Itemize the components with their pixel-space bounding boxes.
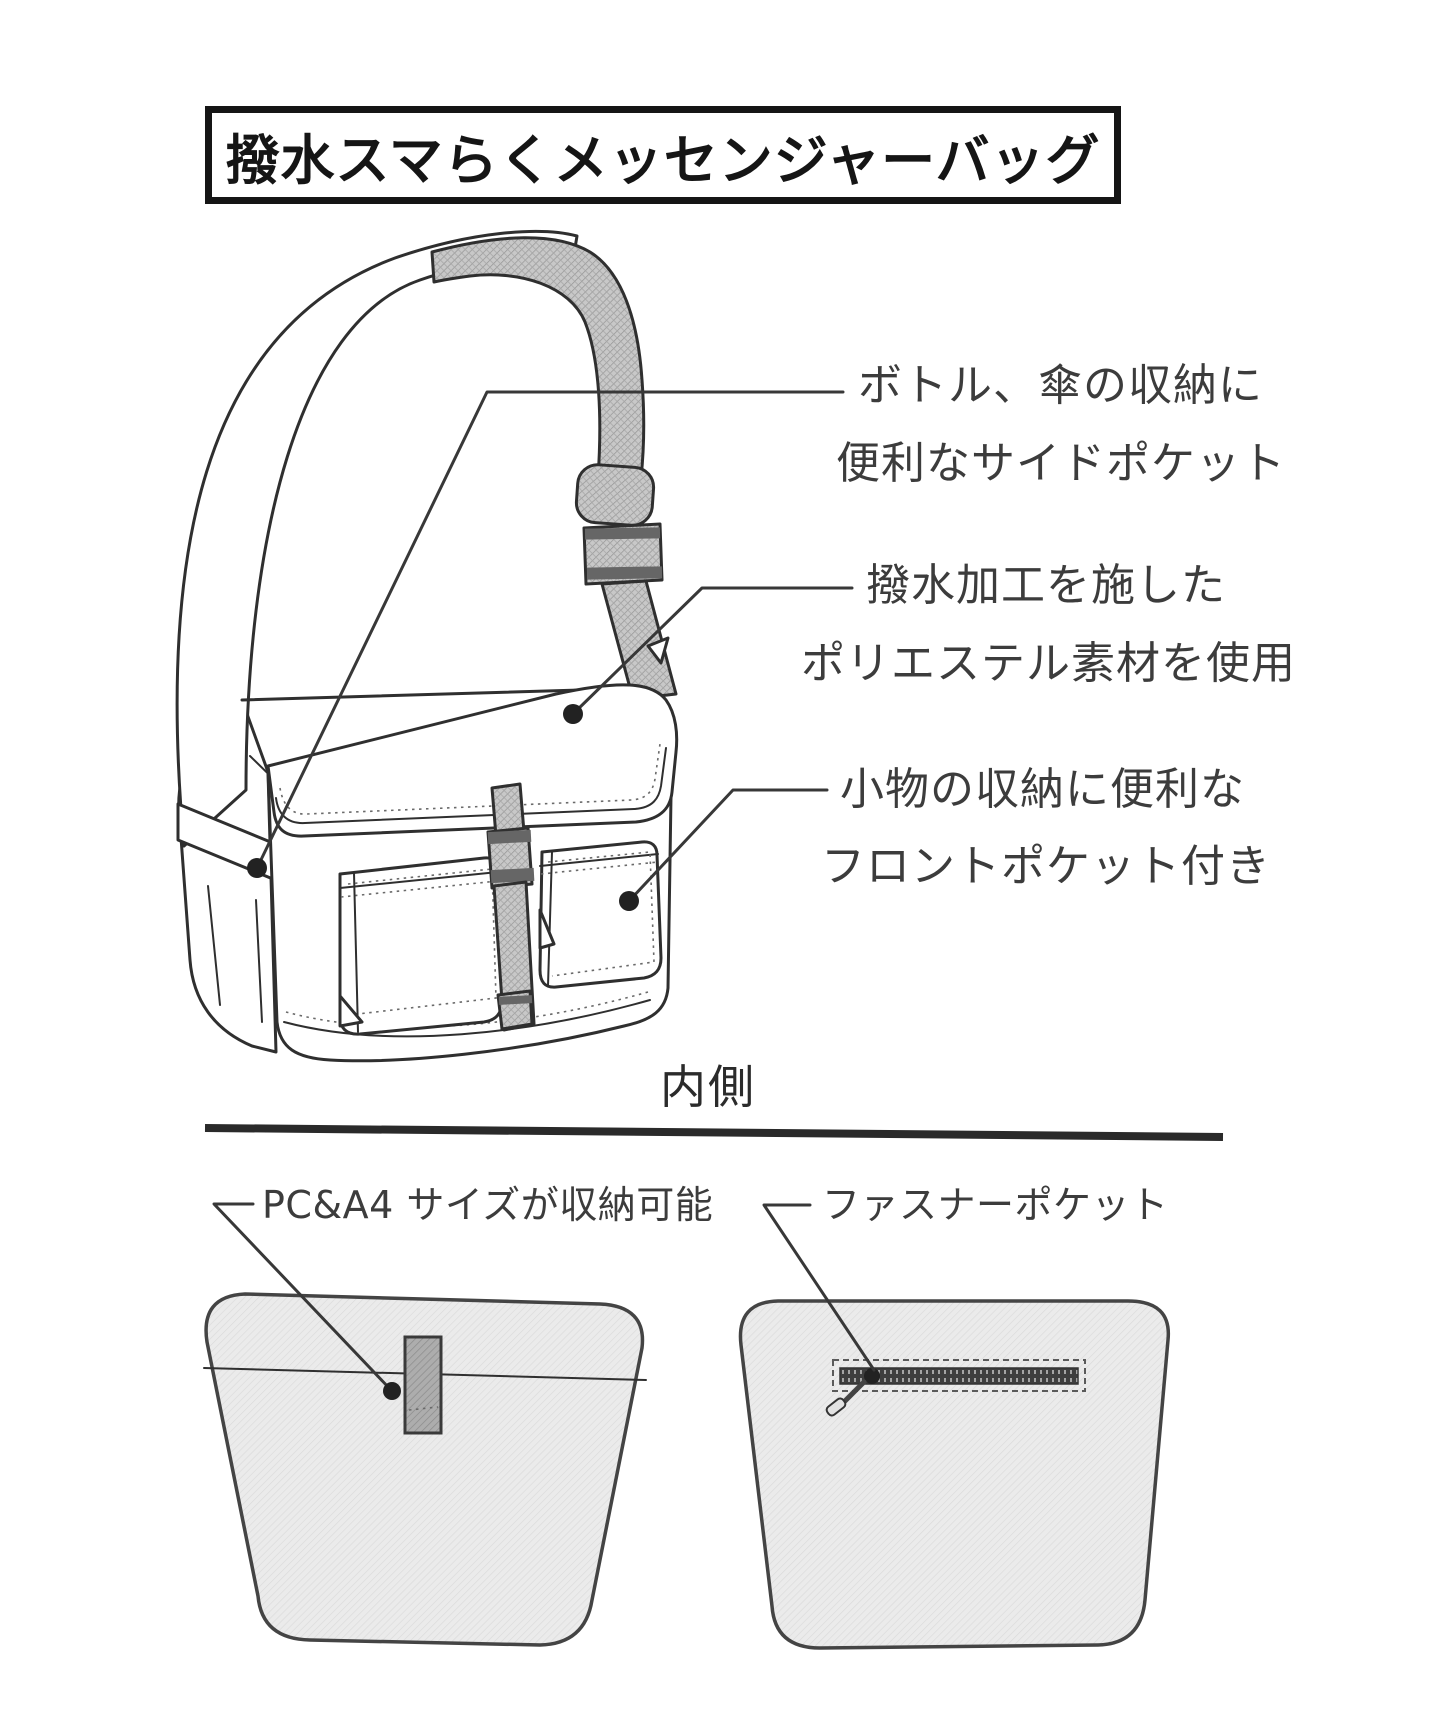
- inner-right-panel-body: [738, 1299, 1171, 1650]
- bag-flap: [266, 683, 679, 838]
- callout-material: [563, 586, 854, 724]
- inner-left-panel-body: [204, 1292, 645, 1647]
- callout-zipper: [762, 1203, 876, 1372]
- zipper-slider: [864, 1368, 880, 1384]
- messenger-bag-drawing: [175, 229, 679, 1063]
- pc-a4-label: PC&A4 サイズが収納可能: [262, 1183, 714, 1227]
- front-pocket-right: [538, 840, 663, 989]
- callout-material-line1: 撥水加工を施した: [866, 560, 1226, 611]
- bottom-trim-line: [283, 999, 651, 1038]
- strap-pad-end: [574, 463, 656, 527]
- callout-side-pocket-line2: 便利なサイドポケット: [836, 438, 1286, 489]
- callout-side-pocket-line1: ボトル、傘の収納に: [858, 360, 1263, 411]
- inside-section-heading: 内側: [660, 1060, 756, 1114]
- product-title-box: 撥水スマらくメッセンジャーバッグ: [205, 106, 1121, 204]
- callout-pc-a4: [212, 1202, 401, 1400]
- product-title: 撥水スマらくメッセンジャーバッグ: [225, 128, 1101, 192]
- pocket-fold-notch-left: [338, 994, 364, 1028]
- callout-lines: [247, 390, 854, 911]
- front-pocket-left: [338, 856, 504, 1036]
- callout-front-pocket-line1: 小物の収納に便利な: [840, 764, 1245, 815]
- strap-fold-notch: [646, 636, 670, 665]
- shoulder-strap-back: [175, 229, 579, 848]
- zipper-label: ファスナーポケット: [822, 1183, 1169, 1227]
- callout-front-pocket: [619, 788, 829, 911]
- section-divider: [204, 1124, 1224, 1141]
- zipper-pocket: [825, 1359, 1086, 1417]
- callout-front-pocket-line2: フロントポケット付き: [821, 841, 1271, 892]
- inner-left-panel: [203, 1202, 647, 1647]
- shoulder-strap-front: [430, 236, 678, 701]
- callout-side-pocket: [247, 390, 845, 878]
- strap-lower-end: [600, 579, 678, 701]
- zipper-pull-tab: [825, 1397, 847, 1417]
- center-front-strap: [486, 782, 536, 1032]
- inner-right-panel: [738, 1203, 1171, 1650]
- pc-holder-tab: [403, 1335, 443, 1435]
- pocket-fold-notch-right: [538, 908, 556, 950]
- callout-material-line2: ポリエステル素材を使用: [801, 638, 1296, 689]
- strap-adjuster-buckle: [582, 522, 664, 586]
